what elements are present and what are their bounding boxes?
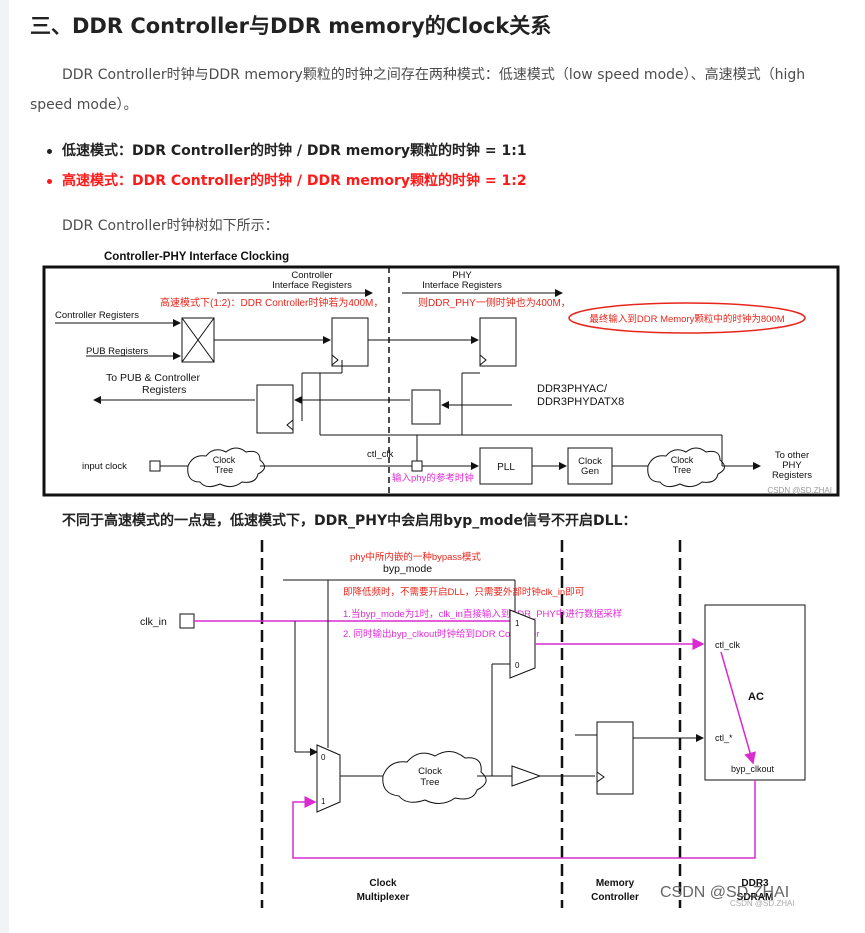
figure1-title: Controller-PHY Interface Clocking bbox=[104, 251, 289, 263]
clock-tree-cloud bbox=[382, 751, 487, 804]
list-item-high-speed: 高速模式：DDR Controller的时钟 / DDR memory颗粒的时钟… bbox=[30, 166, 830, 196]
mem-ctrl-register bbox=[596, 721, 634, 795]
svg-text:Controller: Controller bbox=[591, 892, 639, 903]
note-ref-clock: 输入phy的参考时钟 bbox=[392, 472, 474, 484]
label-ctl-clk: ctl_clk bbox=[367, 449, 394, 460]
figure-clock-tree: Controller-PHY Interface Clocking Contro… bbox=[42, 245, 842, 500]
svg-text:Clock: Clock bbox=[671, 455, 694, 465]
figure1-watermark: CSDN @SD.ZHAI bbox=[767, 486, 832, 495]
clock-tree-cloud-2 bbox=[647, 447, 725, 488]
svg-text:Memory: Memory bbox=[596, 878, 635, 889]
input-clock-pin bbox=[149, 460, 161, 472]
note-low-freq: 即降低频时，不需要开启DLL，只需要外部时钟clk_in即可 bbox=[343, 586, 584, 598]
svg-text:0: 0 bbox=[321, 753, 326, 762]
svg-text:Clock: Clock bbox=[213, 455, 236, 465]
page-left-gutter bbox=[0, 0, 9, 933]
phy-register-top bbox=[479, 317, 517, 367]
label-phy-names-1: DDR3PHYAC/ bbox=[537, 383, 608, 395]
svg-text:Gen: Gen bbox=[581, 466, 599, 477]
svg-text:byp_clkout: byp_clkout bbox=[731, 764, 775, 774]
svg-text:Tree: Tree bbox=[215, 465, 233, 475]
ac-block bbox=[704, 604, 806, 781]
mux-left bbox=[316, 744, 341, 813]
note-high-speed: 高速模式下(1:2)：DDR Controller时钟若为400M， bbox=[160, 296, 383, 309]
label-pll: PLL bbox=[497, 462, 515, 473]
watermark-big: CSDN @SD.ZHAI bbox=[660, 884, 789, 901]
svg-text:PHY: PHY bbox=[782, 460, 802, 471]
svg-text:DDR3: DDR3 bbox=[741, 878, 769, 889]
clock-tree-cloud-1 bbox=[187, 447, 265, 488]
svg-text:Tree: Tree bbox=[673, 465, 691, 475]
label-byp-mode: byp_mode bbox=[383, 563, 432, 575]
svg-text:Clock: Clock bbox=[369, 878, 397, 889]
phy-section-label-1: PHY bbox=[452, 270, 472, 281]
svg-text:1: 1 bbox=[515, 619, 520, 628]
mode-list: 低速模式：DDR Controller的时钟 / DDR memory颗粒的时钟… bbox=[30, 136, 830, 196]
watermark-small: CSDN @SD.ZHAI bbox=[730, 899, 795, 908]
mux-right bbox=[509, 609, 536, 679]
label-ac: AC bbox=[748, 691, 764, 703]
ctrl-register-top bbox=[331, 317, 369, 367]
svg-text:ctl_clk: ctl_clk bbox=[715, 640, 741, 650]
note-final-clock: 最终输入到DDR Memory颗粒中的时钟为800M bbox=[589, 313, 784, 325]
phy-register-bottom bbox=[411, 389, 441, 425]
svg-text:SDRAM: SDRAM bbox=[737, 892, 774, 903]
svg-text:Registers: Registers bbox=[772, 470, 812, 481]
figure1-frame bbox=[42, 265, 840, 497]
svg-text:Tree: Tree bbox=[420, 777, 439, 788]
ctrl-section-label-2: Interface Registers bbox=[272, 280, 352, 291]
label-input-clock: input clock bbox=[82, 461, 127, 472]
clock-gen-box bbox=[567, 447, 613, 485]
intro-paragraph: DDR Controller时钟与DDR memory颗粒的时钟之间存在两种模式… bbox=[30, 60, 835, 120]
svg-text:1: 1 bbox=[321, 797, 326, 806]
clock-tree-intro: DDR Controller时钟树如下所示： bbox=[30, 211, 835, 241]
intro-text: DDR Controller时钟与DDR memory颗粒的时钟之间存在两种模式… bbox=[30, 67, 806, 113]
phy-section-label-2: Interface Registers bbox=[422, 280, 502, 291]
svg-text:ctl_*: ctl_* bbox=[715, 733, 733, 743]
label-controller-registers: Controller Registers bbox=[55, 310, 139, 321]
section-title: 三、DDR Controller与DDR memory的Clock关系 bbox=[30, 14, 552, 38]
list-item-low-speed: 低速模式：DDR Controller的时钟 / DDR memory颗粒的时钟… bbox=[30, 136, 830, 166]
figure-bypass-mode: phy中所内嵌的一种bypass模式 byp_mode 即降低频时，不需要开启D… bbox=[125, 540, 825, 910]
ctrl-section-label-1: Controller bbox=[291, 270, 332, 281]
svg-text:To other: To other bbox=[775, 450, 809, 461]
note-2: 2. 同时输出byp_clkout时钟给到DDR Controller bbox=[343, 628, 539, 640]
label-clk-in: clk_in bbox=[140, 616, 167, 628]
note-1: 1.当byp_mode为1时，clk_in直接输入到DDR_PHY中进行数据采样 bbox=[343, 608, 622, 620]
label-phy-names-2: DDR3PHYDATX8 bbox=[537, 396, 624, 408]
svg-text:Clock: Clock bbox=[578, 456, 602, 467]
note-bypass: phy中所内嵌的一种bypass模式 bbox=[350, 551, 481, 563]
svg-text:Clock: Clock bbox=[418, 766, 442, 777]
clock-tree-intro-text: DDR Controller时钟树如下所示： bbox=[62, 218, 279, 234]
svg-text:Multiplexer: Multiplexer bbox=[357, 892, 410, 903]
svg-text:0: 0 bbox=[515, 661, 520, 670]
note-final-ellipse bbox=[568, 302, 806, 334]
note-phy-clock: 则DDR_PHY一侧时钟也为400M， bbox=[418, 296, 571, 309]
label-to-pub-2: Registers bbox=[142, 384, 186, 396]
ctl-clk-pin bbox=[411, 460, 423, 472]
label-to-pub-1: To PUB & Controller bbox=[106, 372, 200, 384]
clk-in-pin bbox=[179, 613, 195, 629]
low-speed-note: 不同于高速模式的一点是，低速模式下，DDR_PHY中会启用byp_mode信号不… bbox=[62, 513, 637, 529]
clock-buffer bbox=[511, 765, 542, 787]
label-pub-registers: PUB Registers bbox=[86, 346, 149, 357]
